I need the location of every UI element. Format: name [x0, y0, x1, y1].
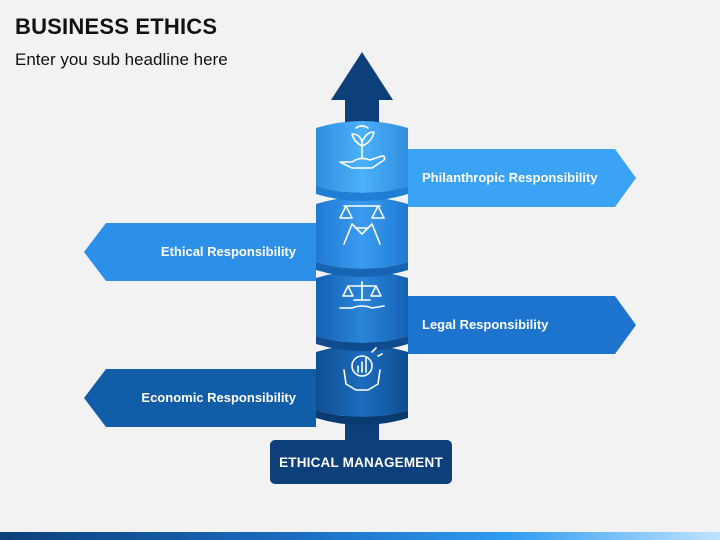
banner-philanthropic	[408, 149, 636, 207]
label-philanthropic: Philanthropic Responsibility	[422, 170, 598, 185]
cylinder-ethical	[316, 197, 408, 277]
banner-economic	[84, 369, 316, 427]
money-hands-icon	[343, 347, 383, 391]
cylinder-economic	[316, 345, 408, 425]
cylinder-philanthropic	[316, 121, 408, 201]
ethical-management-box: ETHICAL MANAGEMENT	[270, 440, 452, 484]
label-economic: Economic Responsibility	[141, 390, 296, 405]
page-subtitle: Enter you sub headline here	[15, 50, 228, 69]
hand-plant-icon	[339, 125, 386, 169]
bottom-accent-bar	[0, 532, 720, 540]
label-ethical: Ethical Responsibility	[160, 244, 296, 259]
label-legal: Legal Responsibility	[422, 317, 549, 332]
banner-ethical	[84, 223, 316, 281]
handshake-icon	[339, 205, 385, 245]
banner-legal	[408, 296, 636, 354]
page-title: BUSINESS ETHICS	[15, 14, 218, 39]
scales-icon	[339, 281, 385, 309]
cylinder-legal	[316, 271, 408, 351]
